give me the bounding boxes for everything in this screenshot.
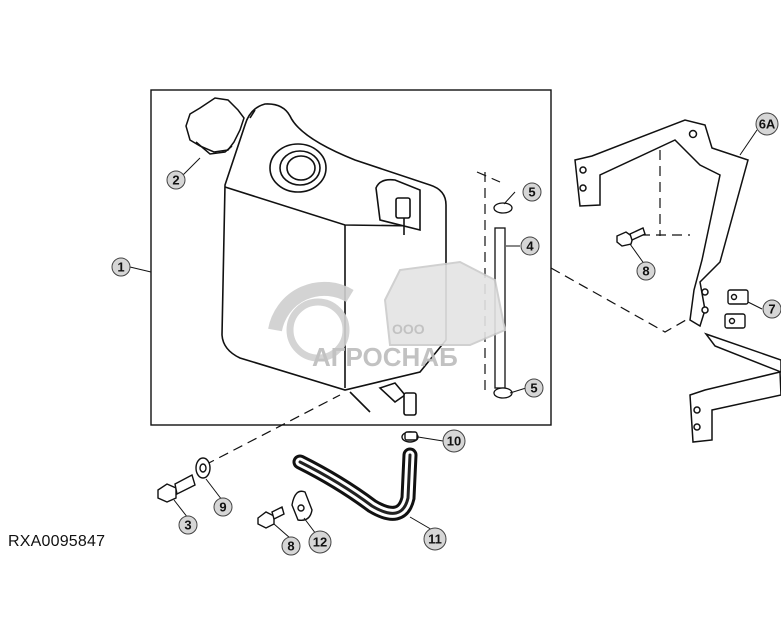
callout-11-text: 11 <box>428 532 442 547</box>
callout-6a-text: 6A <box>759 117 776 132</box>
callout-7-text: 7 <box>768 302 775 317</box>
clamp-10 <box>401 431 419 443</box>
callout-5-upper: 5 <box>522 182 542 202</box>
callout-1: 1 <box>111 257 131 277</box>
watermark-brand-text: АГРОСНАБ <box>312 342 458 372</box>
assembly-frame <box>150 89 552 426</box>
callout-1-text: 1 <box>117 260 124 275</box>
callout-3-text: 3 <box>184 518 191 533</box>
callout-8-lower: 8 <box>281 536 301 556</box>
cap <box>185 97 245 155</box>
callout-6a: 6A <box>755 112 779 136</box>
callout-12: 12 <box>308 530 332 554</box>
callout-2-text: 2 <box>172 173 179 188</box>
callout-5-lower: 5 <box>524 378 544 398</box>
callout-9-text: 9 <box>219 500 226 515</box>
bolt-3 <box>157 473 196 503</box>
callout-7: 7 <box>762 299 781 319</box>
bolt-8-lower <box>257 505 285 529</box>
callout-10-text: 10 <box>447 434 461 449</box>
bracket-6a <box>574 119 749 328</box>
callout-11: 11 <box>423 527 447 551</box>
leader-lines <box>129 129 763 539</box>
callout-8-upper-text: 8 <box>642 264 649 279</box>
callout-3: 3 <box>178 515 198 535</box>
callout-5-lower-text: 5 <box>530 381 537 396</box>
clips-7 <box>724 289 749 329</box>
callout-12-text: 12 <box>313 535 327 550</box>
washer-9 <box>195 457 211 479</box>
callout-2: 2 <box>166 170 186 190</box>
hose-11 <box>292 447 418 521</box>
callouts: 1 2 3 4 5 5 6A 7 <box>111 112 781 556</box>
callout-4: 4 <box>520 236 540 256</box>
callout-10: 10 <box>442 429 466 453</box>
watermark-top-text: ООО <box>392 321 425 337</box>
drawing-code: RXA0095847 <box>8 533 106 550</box>
callout-4-text: 4 <box>526 239 534 254</box>
clamp-12 <box>291 490 313 521</box>
callout-5-upper-text: 5 <box>528 185 535 200</box>
watermark: ООО АГРОСНАБ <box>268 260 507 372</box>
callout-8-upper: 8 <box>636 261 656 281</box>
lower-bracket <box>689 332 781 443</box>
bolt-8-upper <box>616 227 646 247</box>
callout-9: 9 <box>213 497 233 517</box>
callout-8-lower-text: 8 <box>287 539 294 554</box>
